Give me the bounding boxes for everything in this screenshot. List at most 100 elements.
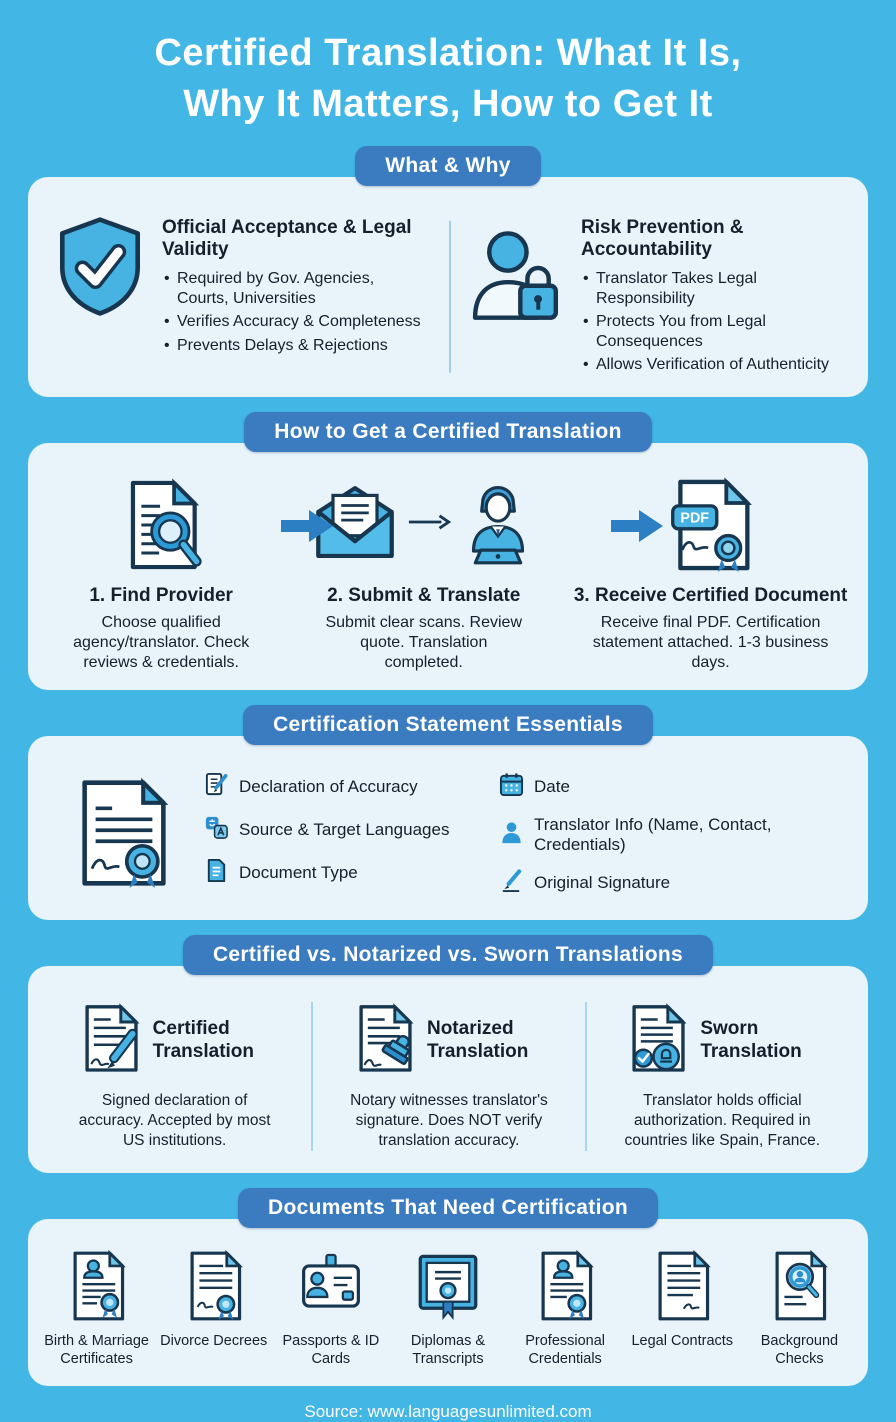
step-arrow-icon — [279, 507, 335, 550]
document-label: Birth & Marriage Certificates — [44, 1332, 149, 1367]
document-label: Background Checks — [760, 1332, 839, 1367]
document-item: Birth & Marriage Certificates — [38, 1249, 155, 1368]
list-item-label: Date — [534, 777, 570, 797]
section-how-to-get: How to Get a Certified Translation — [28, 411, 868, 691]
bullet-text: Protects You from Legal Consequences — [596, 313, 766, 350]
list-item-label: Document Type — [239, 863, 358, 883]
document-item: Professional Credentials — [507, 1249, 624, 1368]
page-title-line1: Certified Translation: What It Is, — [154, 32, 742, 74]
step-2: 2. Submit & Translate Submit clear scans… — [278, 585, 569, 672]
section-what-why: What & Why Official Acceptance & Legal V… — [28, 145, 868, 397]
notarized-document-icon — [351, 1002, 415, 1079]
section-header-what-why: What & Why — [355, 145, 541, 186]
step-1: 1. Find Provider Choose qualified agency… — [44, 585, 278, 672]
comparison-panel: Certified Translation Signed declaration… — [28, 966, 868, 1173]
step-2-title: 2. Submit & Translate — [327, 584, 521, 606]
bullet-text: Allows Verification of Authenticity — [596, 356, 830, 374]
bullet-item: Translator Takes Legal Responsibility — [581, 269, 829, 308]
legal-contract-icon — [626, 1249, 739, 1323]
page-title: Certified Translation: What It Is, Why I… — [0, 0, 896, 131]
comparison-col-sworn: Sworn Translation Translator holds offic… — [584, 1002, 858, 1151]
document-item: Legal Contracts — [624, 1249, 741, 1368]
list-item: Source & Target Languages — [204, 815, 499, 845]
what-why-panel: Official Acceptance & Legal Validity Req… — [28, 176, 868, 397]
shield-check-icon — [54, 215, 146, 323]
comparison-desc: Translator holds official authorization.… — [624, 1092, 821, 1150]
envelope-to-translator-icon — [278, 478, 569, 571]
comparison-desc: Signed declaration of accuracy. Accepted… — [78, 1092, 271, 1150]
list-item: Declaration of Accuracy — [204, 772, 499, 802]
section-comparison: Certified vs. Notarized vs. Sworn Transl… — [28, 935, 868, 1173]
section-header-documents: Documents That Need Certification — [238, 1187, 658, 1228]
what-why-right-column: Risk Prevention & Accountability Transla… — [465, 215, 846, 379]
passport-id-card-icon — [274, 1249, 387, 1323]
list-item: Document Type — [204, 858, 499, 888]
section-header-how-to-get: How to Get a Certified Translation — [244, 411, 652, 452]
essentials-panel: Declaration of Accuracy Source & Target … — [28, 736, 868, 921]
declaration-icon — [204, 772, 229, 802]
translator-at-laptop-icon — [459, 478, 537, 571]
list-item-label: Original Signature — [534, 873, 671, 893]
divorce-decree-icon — [157, 1249, 270, 1323]
document-search-icon — [44, 478, 278, 572]
calendar-icon — [499, 772, 524, 802]
envelope-icon — [311, 481, 399, 568]
essentials-right-list: Date Translator Info (Name, Contact, Cre… — [499, 772, 844, 898]
step-2-desc: Submit clear scans. Review quote. Transl… — [325, 613, 522, 671]
bullet-item: Required by Gov. Agencies, Courts, Unive… — [162, 269, 421, 308]
bullet-text: Required by Gov. Agencies, Courts, Unive… — [177, 270, 375, 307]
bullet-text: Verifies Accuracy & Completeness — [177, 313, 421, 331]
document-item: Diplomas & Transcripts — [389, 1249, 506, 1368]
certificate-document-icon — [70, 777, 178, 894]
essentials-left-list: Declaration of Accuracy Source & Target … — [204, 772, 499, 898]
bullet-item: Allows Verification of Authenticity — [581, 355, 829, 375]
comparison-title: Sworn Translation — [700, 1018, 802, 1062]
steps-icon-row: PDF — [44, 475, 852, 575]
professional-credentials-icon — [509, 1249, 622, 1323]
column-divider — [449, 220, 451, 373]
bullet-text: Prevents Delays & Rejections — [177, 336, 388, 354]
diploma-transcript-icon — [391, 1249, 504, 1323]
steps-text-row: 1. Find Provider Choose qualified agency… — [44, 585, 852, 672]
document-label: Divorce Decrees — [160, 1332, 268, 1349]
step-1-title: 1. Find Provider — [89, 584, 233, 606]
comparison-title: Certified Translation — [152, 1018, 255, 1062]
translator-info-icon — [499, 820, 524, 850]
comparison-col-notarized: Notarized Translation Notary witnesses t… — [311, 1002, 584, 1151]
page-title-line2: Why It Matters, How to Get It — [183, 83, 713, 126]
right-column-title: Risk Prevention & Accountability — [581, 216, 744, 260]
document-type-icon — [204, 858, 229, 888]
section-documents: Documents That Need Certification Birth … — [28, 1187, 868, 1387]
bullet-item: Prevents Delays & Rejections — [162, 336, 421, 356]
section-essentials: Certification Statement Essentials — [28, 705, 868, 921]
languages-icon — [204, 815, 229, 845]
bullet-text: Translator Takes Legal Responsibility — [596, 270, 757, 307]
documents-panel: Birth & Marriage Certificates Divorce De… — [28, 1218, 868, 1387]
essentials-lists: Declaration of Accuracy Source & Target … — [204, 772, 844, 898]
step-1-desc: Choose qualified agency/translator. Chec… — [73, 613, 250, 671]
pdf-label: PDF — [680, 511, 709, 527]
section-header-essentials: Certification Statement Essentials — [243, 705, 653, 746]
what-why-left-column: Official Acceptance & Legal Validity Req… — [54, 215, 435, 379]
certified-document-icon — [77, 1002, 141, 1079]
step-3: 3. Receive Certified Document Receive fi… — [569, 585, 852, 672]
document-item: Passports & ID Cards — [272, 1249, 389, 1368]
document-item: Divorce Decrees — [155, 1249, 272, 1368]
person-lock-icon — [465, 215, 565, 328]
list-item-label: Declaration of Accuracy — [239, 777, 418, 797]
source-attribution: Source: www.languagesunlimited.com — [304, 1402, 592, 1422]
small-arrow-icon — [407, 513, 451, 536]
comparison-col-certified: Certified Translation Signed declaration… — [38, 1002, 311, 1150]
left-column-title: Official Acceptance & Legal Validity — [162, 216, 412, 260]
sworn-document-icon — [624, 1002, 688, 1079]
document-label: Passports & ID Cards — [282, 1332, 380, 1367]
step-3-desc: Receive final PDF. Certification stateme… — [592, 613, 829, 671]
list-item: Translator Info (Name, Contact, Credenti… — [499, 815, 844, 855]
bullet-item: Verifies Accuracy & Completeness — [162, 312, 421, 332]
document-item: Background Checks — [741, 1249, 858, 1368]
document-label: Legal Contracts — [631, 1332, 734, 1349]
list-item-label: Source & Target Languages — [239, 820, 450, 840]
comparison-title: Notarized Translation — [426, 1018, 529, 1062]
list-item: Date — [499, 772, 844, 802]
birth-marriage-certificate-icon — [40, 1249, 153, 1323]
